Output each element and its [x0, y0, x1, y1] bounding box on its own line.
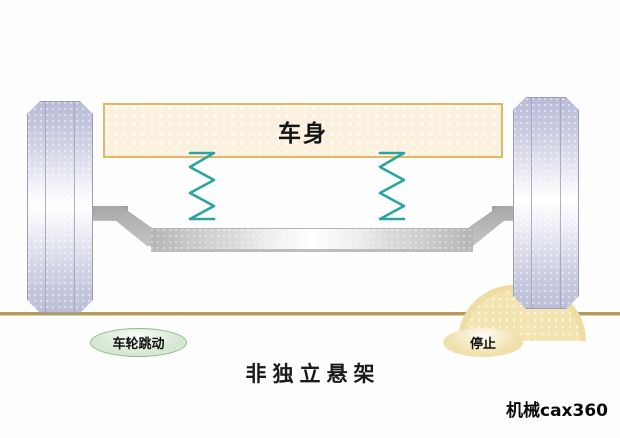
right-wheel: [513, 97, 579, 309]
car-body-label: 车身: [278, 120, 328, 147]
right-wheel-rib-1: [531, 98, 532, 308]
left-wheel-texture: [28, 102, 92, 312]
callout-wheel-bounce: 车轮跳动: [90, 328, 187, 357]
callout-wheel-bounce-label: 车轮跳动: [112, 337, 165, 352]
callout-stop: 停止: [443, 328, 523, 357]
callout-stop-label: 停止: [469, 337, 496, 352]
watermark-label: 机械cax360: [506, 401, 608, 421]
left-spring-icon: [188, 151, 216, 221]
left-wheel: [27, 101, 93, 313]
right-spring-icon: [378, 151, 406, 221]
left-wheel-rib-2: [74, 102, 75, 312]
ground-line: [0, 312, 620, 315]
right-wheel-texture: [514, 98, 578, 308]
axle-center-shadow: [151, 248, 473, 252]
car-body-block: 车身: [103, 103, 503, 158]
axle-texture: [151, 229, 473, 249]
diagram-caption: 非独立悬架: [245, 362, 381, 386]
right-wheel-rib-2: [560, 98, 561, 308]
left-wheel-rib-1: [45, 102, 46, 312]
axle-center-section: [151, 228, 473, 249]
